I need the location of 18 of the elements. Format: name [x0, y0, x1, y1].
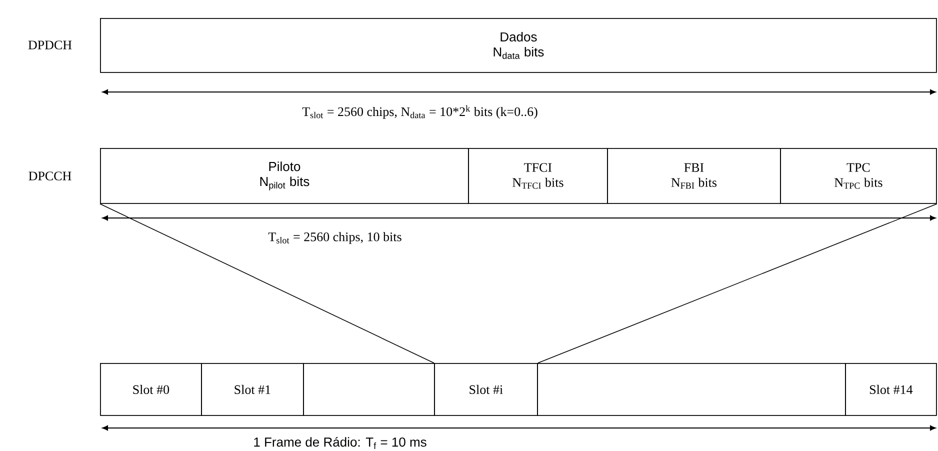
field-box: FBI N$_{FBI}$ bits [607, 148, 781, 204]
slot-box [537, 363, 846, 416]
slot-box: Slot #i [434, 363, 538, 416]
field-box: Dados N$_{data}$ bits [100, 18, 937, 73]
field-box: TPC N$_{TPC}$ bits [780, 148, 937, 204]
slot-box [303, 363, 435, 416]
channel-label: DPCCH [28, 172, 72, 180]
zoom-line [100, 204, 434, 364]
zoom-line [538, 204, 938, 364]
field-box: TFCI N$_{TFCI}$ bits [468, 148, 608, 204]
dimension-label: 1 Frame de Rádio: T$_{f}$ = 10 ms [254, 437, 426, 450]
slot-box: Slot #1 [201, 363, 304, 416]
field-box: Piloto N$_{pilot}$ bits [100, 148, 469, 204]
slot-box: Slot #14 [845, 363, 937, 416]
dimension-label: T$_{slot}$ = 2560 chips, 10 bits [268, 232, 402, 244]
dimension-label: T$_{slot}$ = 2560 chips, N$_{data}$ = 10*2$^{k}$ bits (k=0..6) [302, 105, 538, 119]
slot-box: Slot #0 [100, 363, 202, 416]
channel-label: DPDCH [28, 40, 72, 50]
